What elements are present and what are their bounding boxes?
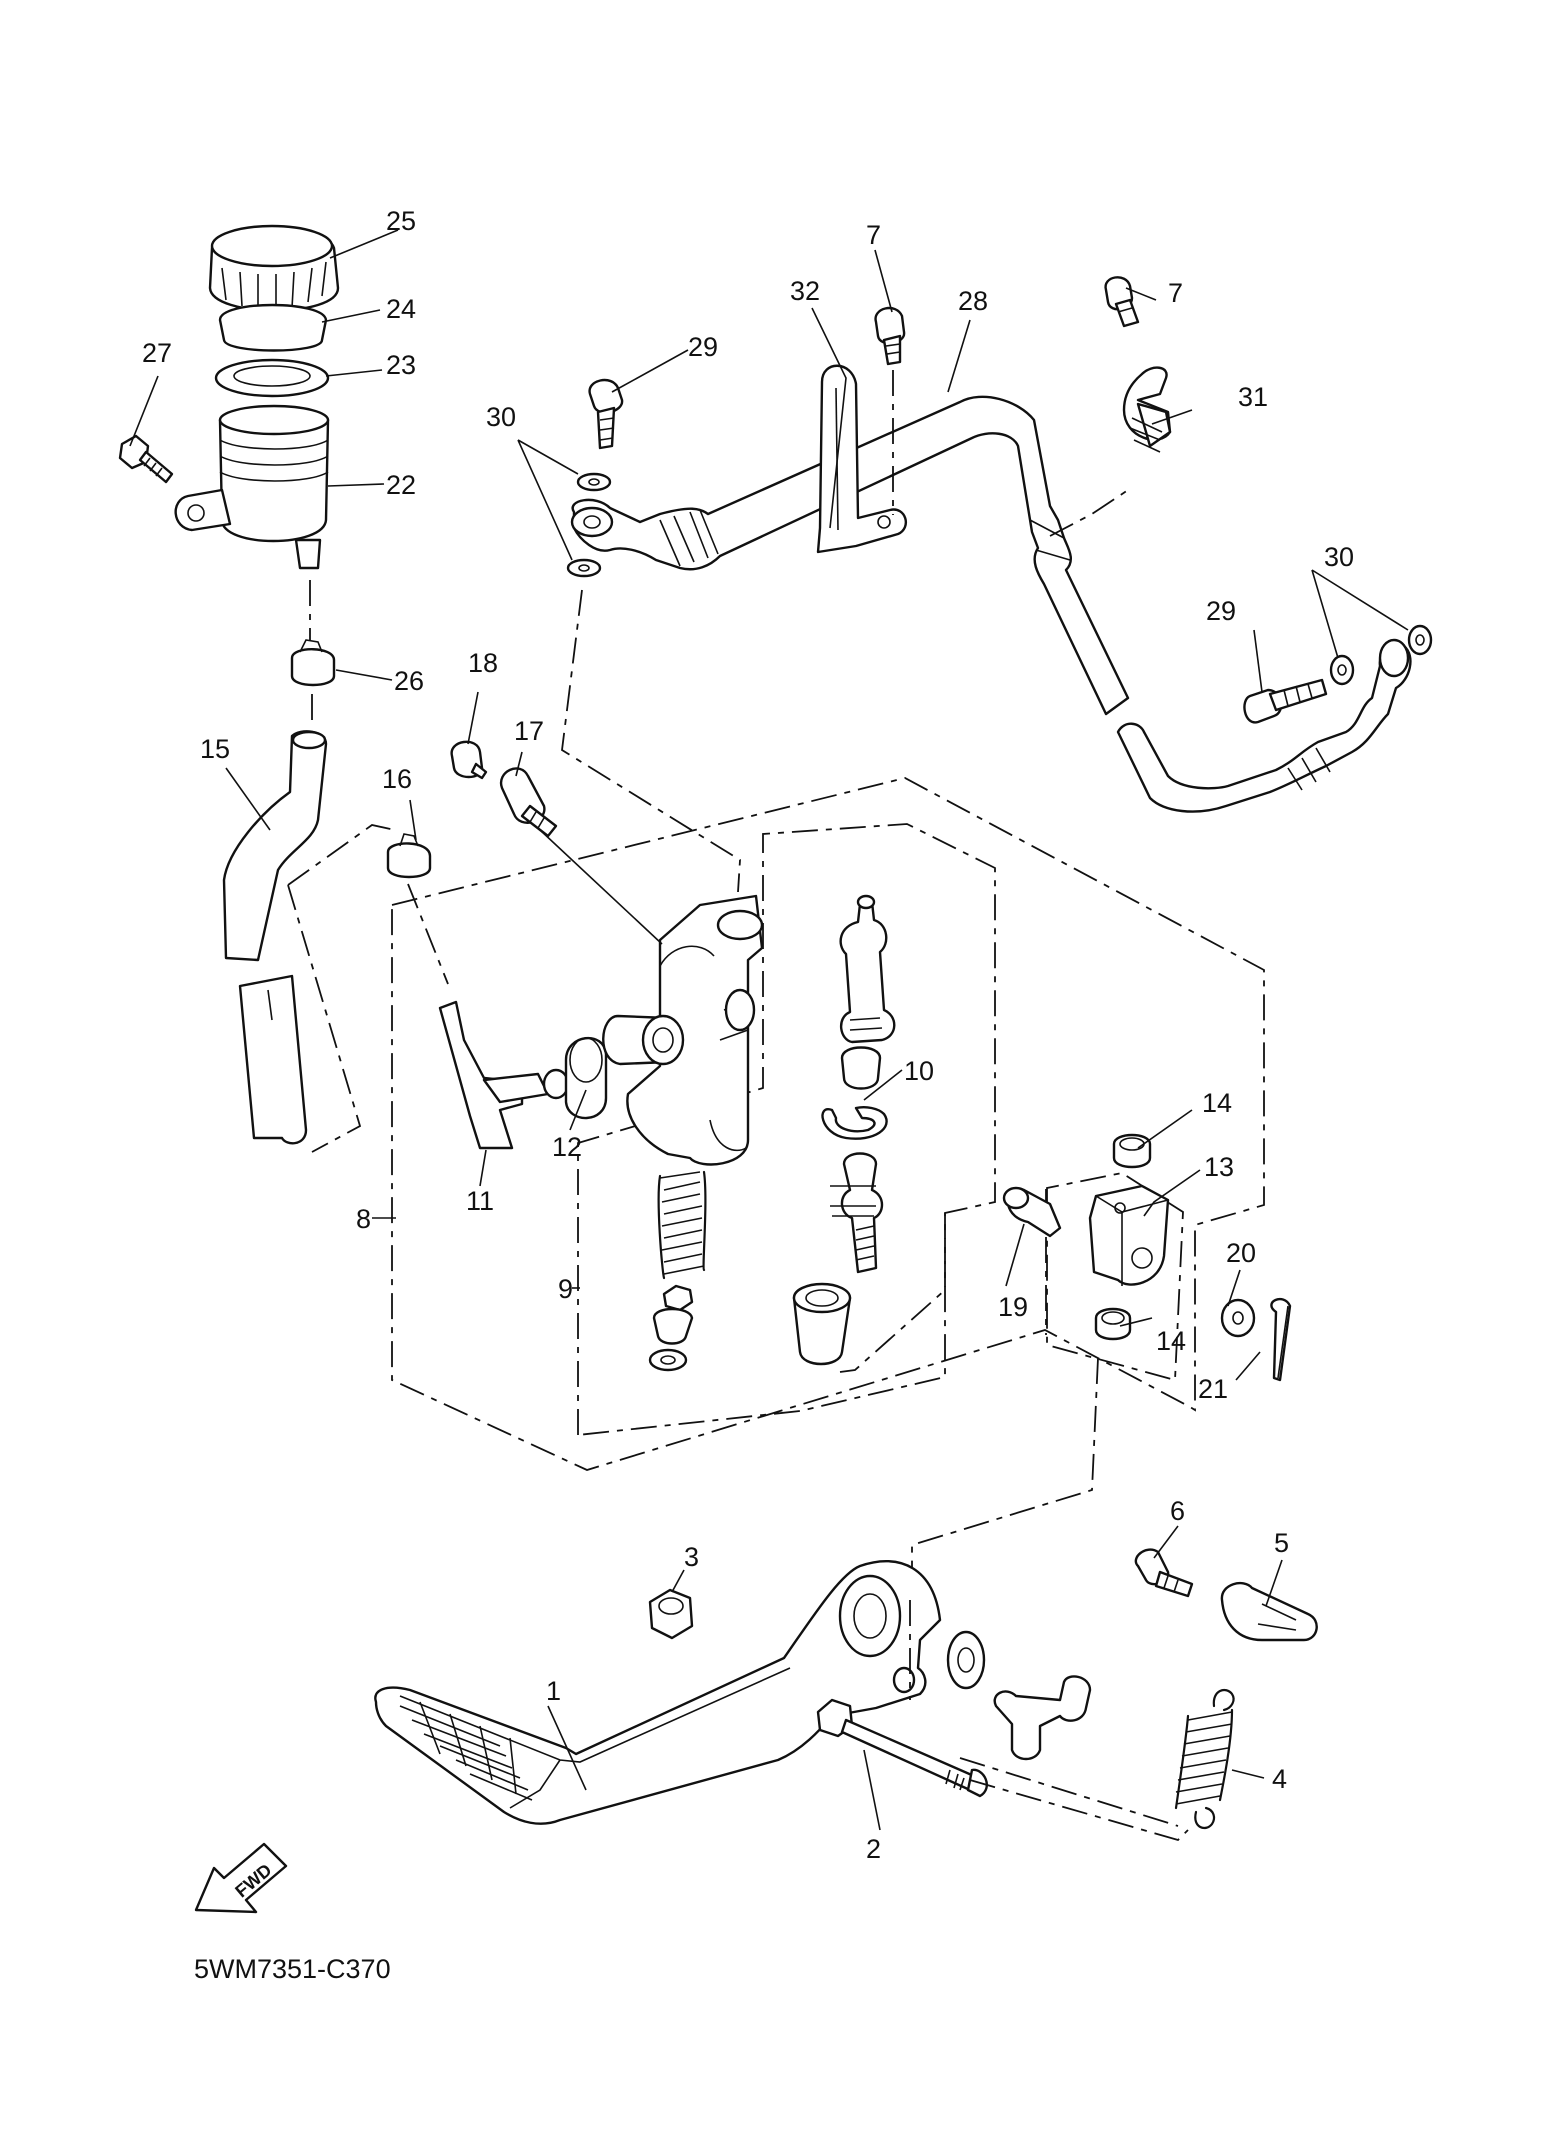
- gasket-30-b-part: [566, 558, 602, 578]
- outline-9-inner: [839, 1213, 946, 1373]
- outline-8-master-cylinder-kit: [391, 777, 1265, 1471]
- upper-piston-part: [839, 900, 896, 1044]
- callout-29-right: 29: [1206, 596, 1236, 626]
- callout-7-right: 7: [1168, 278, 1183, 308]
- return-spring-4-part: [1175, 1711, 1233, 1805]
- nut-14-upper-part: [1112, 1133, 1152, 1169]
- callout-4: 4: [1272, 1764, 1287, 1794]
- spring-cup-part: [652, 1307, 694, 1345]
- callout-6: 6: [1170, 1496, 1185, 1526]
- callout-1: 1: [546, 1676, 561, 1706]
- callout-30-left: 30: [486, 402, 516, 432]
- fwd-arrow-icon: [194, 1842, 288, 1914]
- reservoir-diaphragm-part: [218, 303, 328, 352]
- callout-29-top: 29: [688, 332, 718, 362]
- callout-26: 26: [394, 666, 424, 696]
- union-bolt-29-top-part: [588, 378, 624, 414]
- callout-12: 12: [552, 1132, 582, 1162]
- callout-11: 11: [466, 1186, 494, 1216]
- reservoir-hose-lower-part: [238, 974, 308, 1145]
- hose-clamp-16-part: [386, 842, 432, 879]
- callout-7-left: 7: [866, 220, 881, 250]
- piston-kit-assembly: [648, 894, 896, 1372]
- pedal-shaft-part: [993, 1675, 1092, 1761]
- callout-10: 10: [904, 1056, 934, 1086]
- brake-pedal-assembly: [374, 1548, 1318, 1842]
- callout-30-right: 30: [1324, 542, 1354, 572]
- brake-pedal-part: [374, 1560, 942, 1825]
- reservoir-hose-part: [222, 730, 328, 962]
- gasket-30-c-part: [1329, 654, 1355, 686]
- callout-21: 21: [1198, 1374, 1228, 1404]
- callout-25: 25: [386, 206, 416, 236]
- callout-labels: 1 2 3 4 5 6 7 7 8 9 10 11 12 13 14 14 15…: [142, 206, 1354, 1864]
- hose-guide-part: [816, 364, 908, 554]
- spring-seat-part: [662, 1284, 694, 1312]
- callout-16: 16: [382, 764, 412, 794]
- figure-code: 5WM7351-C370: [194, 1954, 391, 1984]
- callout-19: 19: [998, 1292, 1028, 1322]
- callout-9: 9: [558, 1274, 573, 1304]
- brake-hose-assembly: [566, 276, 1433, 813]
- reservoir-hose-assembly: [222, 730, 449, 1153]
- circlip-part: [821, 1106, 888, 1140]
- hose-joint-part: [438, 1000, 524, 1150]
- callout-20: 20: [1226, 1238, 1256, 1268]
- outline-13-clevis-kit: [1046, 1172, 1184, 1382]
- callout-8: 8: [356, 1204, 371, 1234]
- bolt-7-left-part: [874, 306, 906, 345]
- hose-clamp-26-part: [290, 648, 336, 687]
- rod-end-part: [1220, 1581, 1318, 1642]
- callout-14-lower: 14: [1156, 1326, 1186, 1356]
- clevis-assembly: [911, 1133, 1292, 1600]
- callout-22: 22: [386, 470, 416, 500]
- brake-hose-lower-part: [1116, 640, 1412, 813]
- callout-18: 18: [468, 648, 498, 678]
- callout-28: 28: [958, 286, 988, 316]
- callout-27: 27: [142, 338, 172, 368]
- callout-14-upper: 14: [1202, 1088, 1232, 1118]
- callout-23: 23: [386, 350, 416, 380]
- reservoir-assembly: [118, 224, 340, 728]
- gasket-30-d-part: [1407, 624, 1433, 656]
- leader-lines: [129, 229, 1409, 1831]
- piston-cup-part: [840, 1046, 882, 1090]
- return-spring-part: [659, 1171, 705, 1275]
- lower-piston-part: [840, 1152, 884, 1274]
- callout-3: 3: [684, 1542, 699, 1572]
- callout-17: 17: [514, 716, 544, 746]
- callout-15: 15: [200, 734, 230, 764]
- callout-24: 24: [386, 294, 416, 324]
- gasket-30-a-part: [576, 472, 612, 492]
- master-cylinder-assembly: [438, 589, 764, 1166]
- callout-32: 32: [790, 276, 820, 306]
- washer-20-part: [1220, 1298, 1256, 1338]
- forward-direction-indicator: FWD: [194, 1842, 288, 1914]
- callout-2: 2: [866, 1834, 881, 1864]
- callout-31: 31: [1238, 382, 1268, 412]
- callout-13: 13: [1204, 1152, 1234, 1182]
- callout-5: 5: [1274, 1528, 1289, 1558]
- pedal-washer-part: [946, 1630, 986, 1690]
- washer-part: [648, 1348, 688, 1372]
